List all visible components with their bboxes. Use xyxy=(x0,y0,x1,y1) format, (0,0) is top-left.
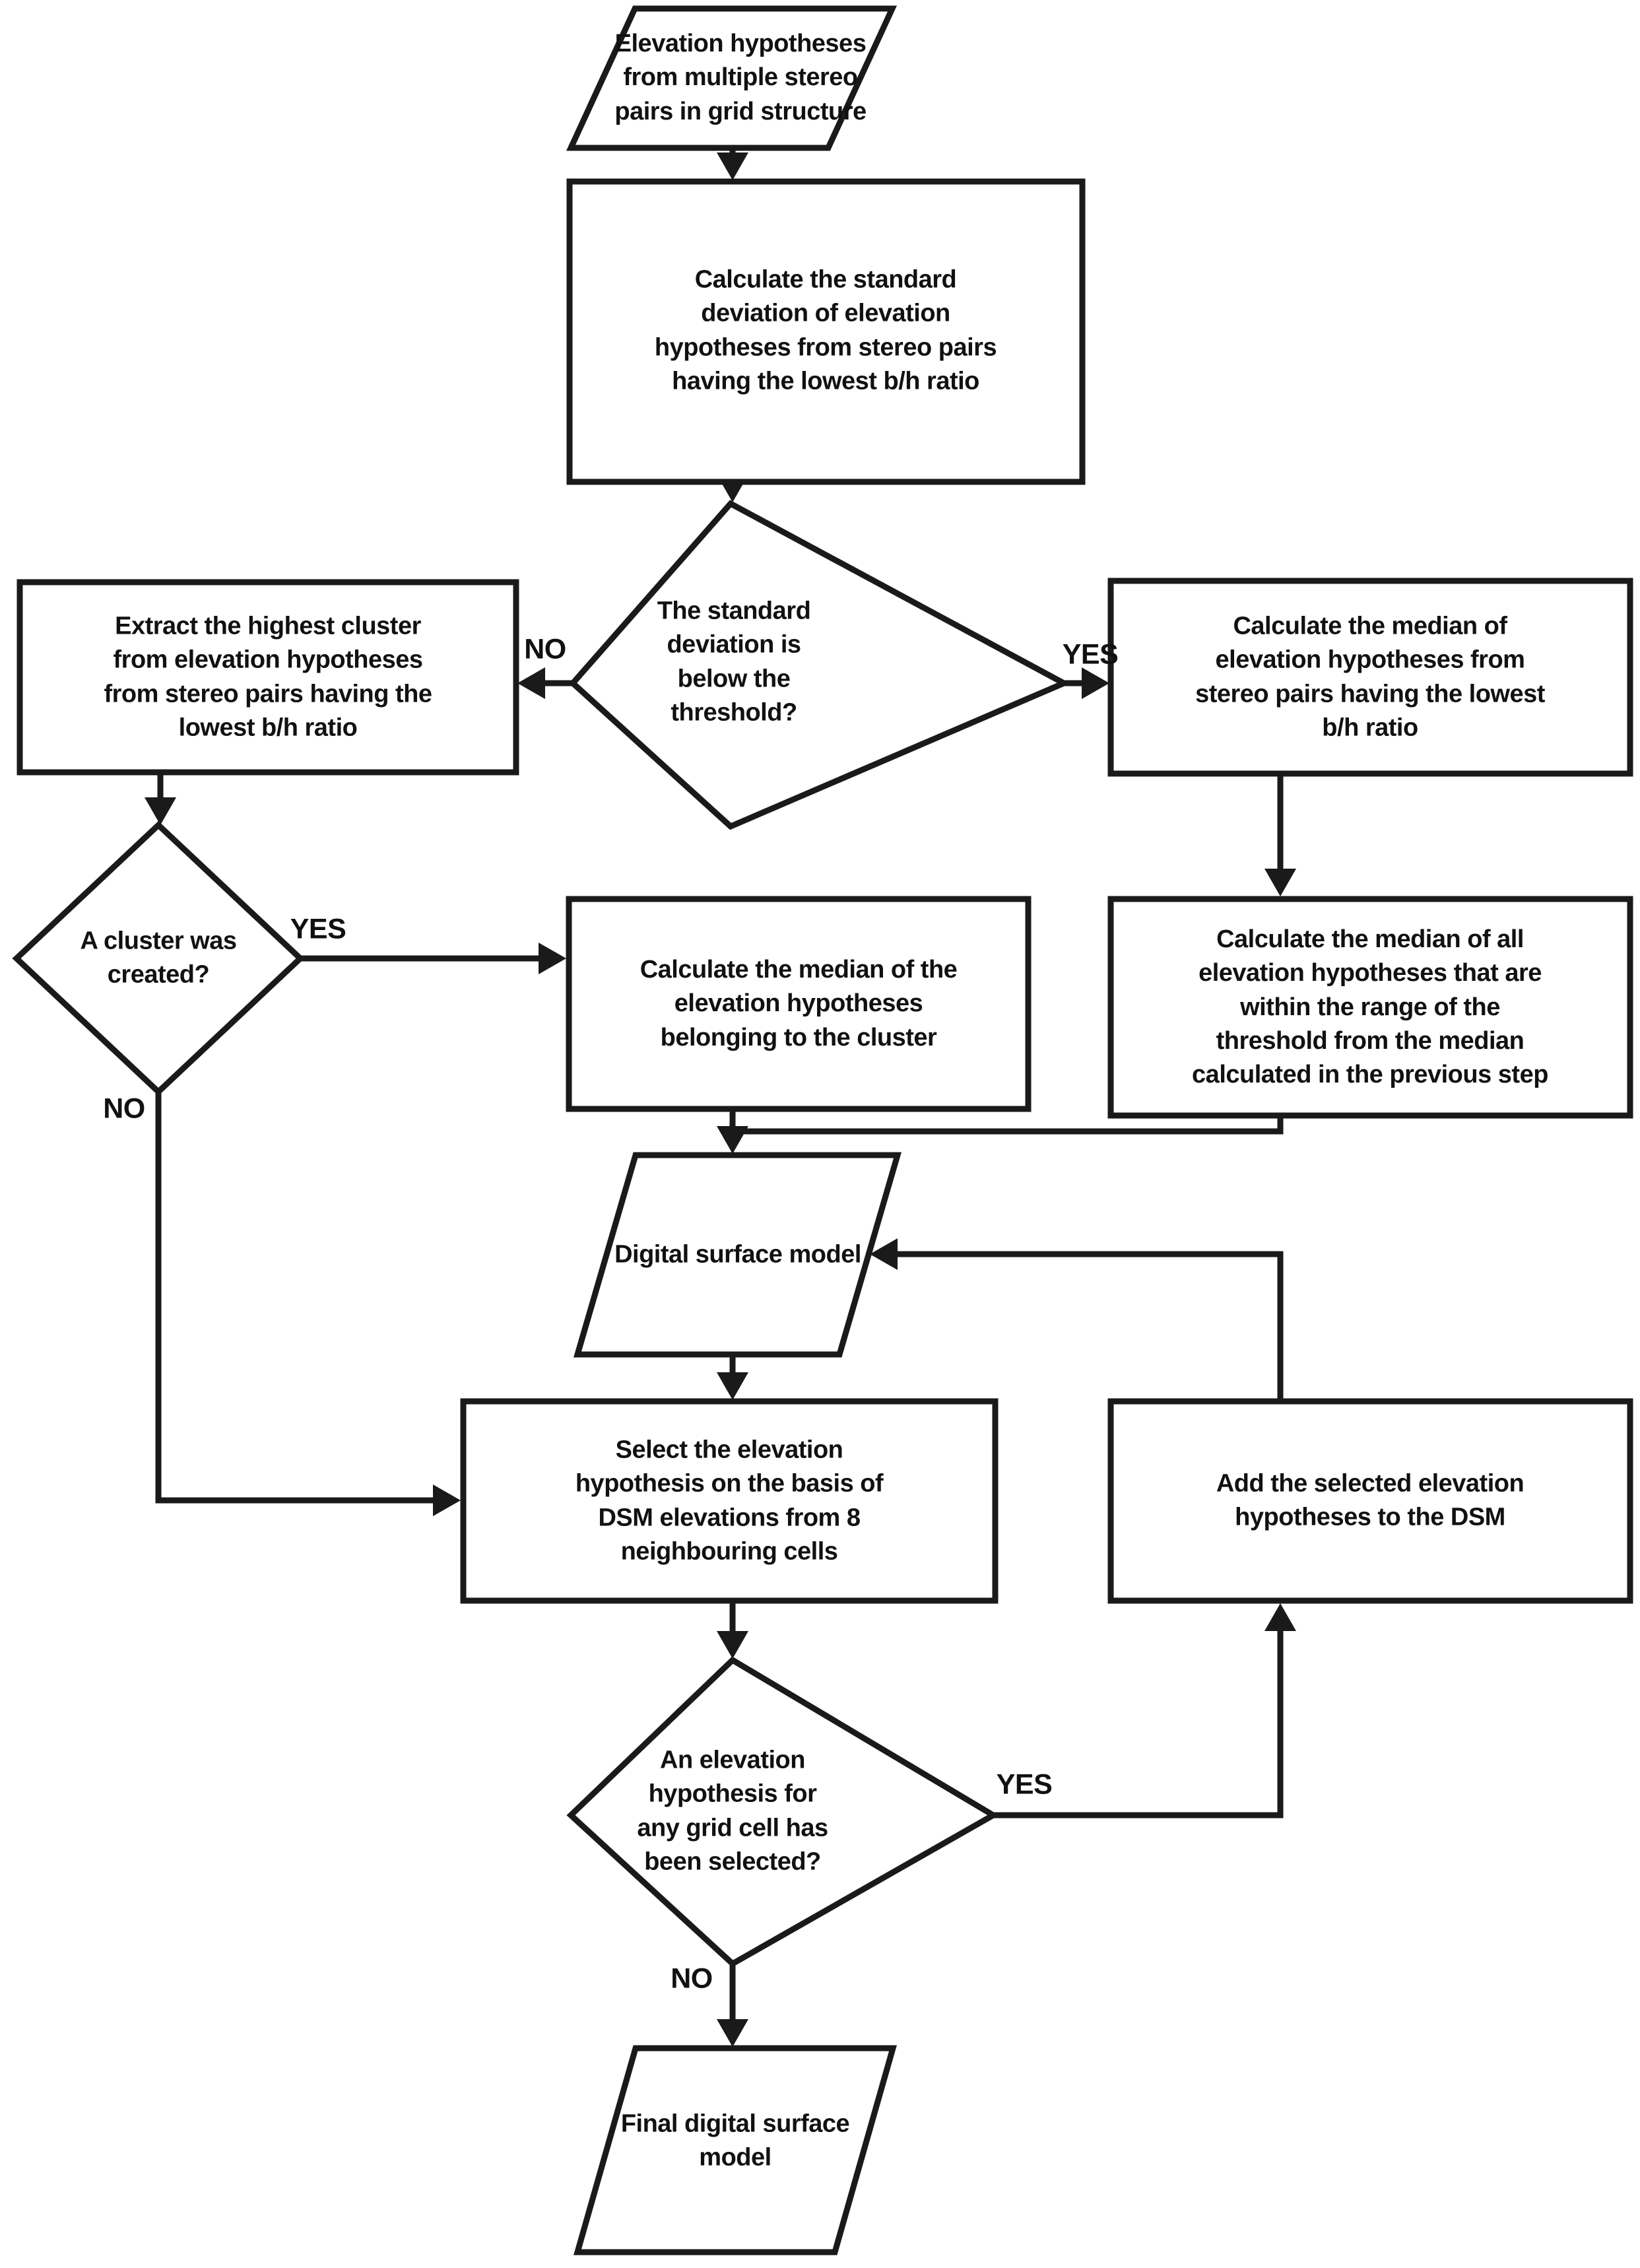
node-cluster-created-text: A cluster was created? xyxy=(80,927,237,989)
edge-median-all-dsm xyxy=(733,1116,1284,1135)
node-final-dsm-text: Final digital surface model xyxy=(620,2110,850,2172)
arrowhead-down-icon xyxy=(717,152,748,180)
arrowhead-down-icon xyxy=(717,1631,748,1659)
arrowhead-left-icon xyxy=(870,1238,898,1270)
arrowhead-down-icon xyxy=(1264,869,1296,896)
node-add-to-dsm-text: Add the selected elevation hypotheses to… xyxy=(1216,1469,1525,1531)
branch-label-no: NO xyxy=(103,1092,145,1125)
arrowhead-right-icon xyxy=(1082,667,1109,699)
edge-cluster-created-no xyxy=(155,1092,434,1504)
branch-label-yes: YES xyxy=(996,1768,1053,1801)
branch-label-no: NO xyxy=(524,633,566,665)
node-dsm-shape xyxy=(574,1152,902,1358)
node-std-below-shape xyxy=(568,500,1071,830)
arrowhead-up-icon xyxy=(1264,1603,1296,1631)
node-calc-median-cluster-text: Calculate the median of the elevation hy… xyxy=(640,956,958,1051)
node-add-to-dsm-shape xyxy=(1107,1398,1633,1604)
node-start-text: Elevation hypotheses from multiple stere… xyxy=(614,30,867,125)
branch-label-yes: YES xyxy=(290,913,346,945)
node-calc-median-all-shape xyxy=(1107,896,1633,1119)
node-calc-median-lowest-shape xyxy=(1107,578,1633,777)
node-select-hypothesis-shape xyxy=(460,1398,999,1604)
arrowhead-down-icon xyxy=(717,1372,748,1400)
edge-add-dsm-feedback xyxy=(898,1251,1284,1401)
arrowhead-down-icon xyxy=(145,797,176,825)
node-final-dsm-shape xyxy=(574,2045,897,2255)
node-extract-cluster-text: Extract the highest cluster from elevati… xyxy=(104,612,432,742)
branch-label-yes: YES xyxy=(1062,638,1119,671)
node-dsm-text: Digital surface model xyxy=(614,1240,861,1269)
node-calc-median-lowest-text: Calculate the median of elevation hypoth… xyxy=(1195,612,1545,742)
node-std-below-text: The standard deviation is below the thre… xyxy=(657,597,811,727)
node-calc-std-text: Calculate the standard deviation of elev… xyxy=(654,265,997,395)
node-start-shape xyxy=(566,5,898,151)
node-calc-median-cluster-shape xyxy=(566,896,1032,1112)
arrowhead-right-icon xyxy=(539,943,566,974)
node-extract-cluster-shape xyxy=(16,579,519,776)
node-hypothesis-selected-shape xyxy=(566,1656,999,1968)
node-cluster-created-shape xyxy=(12,820,305,1096)
branch-label-no: NO xyxy=(671,1962,713,1995)
node-calc-std-shape xyxy=(566,178,1086,485)
arrowhead-left-icon xyxy=(517,667,545,699)
node-hypothesis-selected-text: An elevation hypothesis for any grid cel… xyxy=(637,1746,828,1876)
arrowhead-right-icon xyxy=(433,1484,461,1516)
arrowhead-down-icon xyxy=(717,2019,748,2047)
node-select-hypothesis-text: Select the elevation hypothesis on the b… xyxy=(575,1436,884,1566)
edge-selected-yes xyxy=(993,1630,1284,1818)
node-calc-median-all-text: Calculate the median of all elevation hy… xyxy=(1192,925,1548,1088)
